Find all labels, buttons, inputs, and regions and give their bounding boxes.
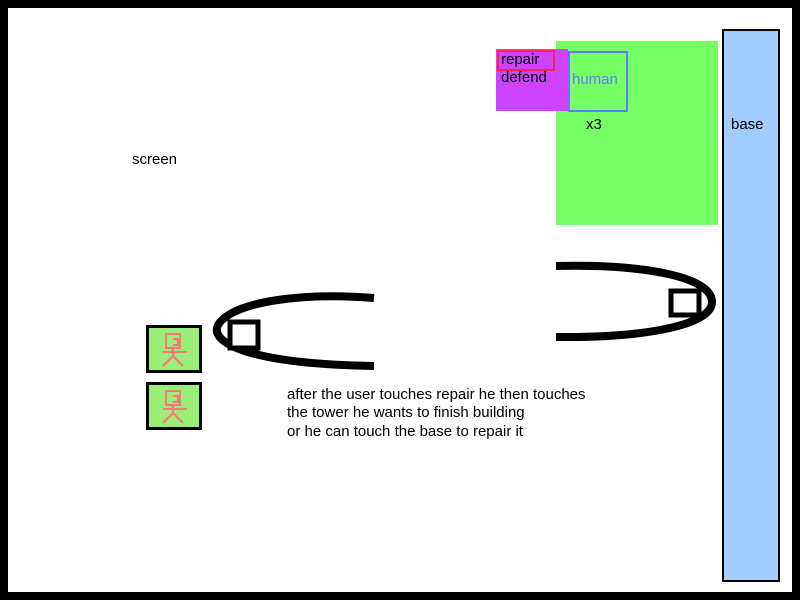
unit-card[interactable] xyxy=(146,325,202,373)
screen-label: screen xyxy=(132,151,178,168)
tower-right[interactable] xyxy=(555,261,717,342)
note-line-3: or he can touch the base to repair it xyxy=(287,423,523,440)
repair-label: repair xyxy=(501,51,540,68)
tower-left[interactable] xyxy=(212,292,375,370)
note-line-1: after the user touches repair he then to… xyxy=(287,386,586,403)
tower-right-slot-icon xyxy=(668,288,702,318)
unit-count: x3 xyxy=(586,116,602,133)
defend-button[interactable]: defend xyxy=(501,69,547,86)
human-unit-button[interactable] xyxy=(568,51,628,112)
stick-figure-icon xyxy=(162,333,187,367)
repair-button[interactable] xyxy=(497,50,555,71)
base-bar[interactable] xyxy=(722,29,780,582)
unit-card[interactable] xyxy=(146,382,202,430)
stick-figure-icon xyxy=(162,390,187,424)
note-line-2: the tower he wants to finish building xyxy=(287,404,525,421)
action-menu xyxy=(496,49,568,111)
base-label: base xyxy=(731,116,764,133)
tower-left-slot-icon xyxy=(227,319,261,351)
green-zone[interactable] xyxy=(556,41,718,225)
human-label: human xyxy=(572,71,618,88)
